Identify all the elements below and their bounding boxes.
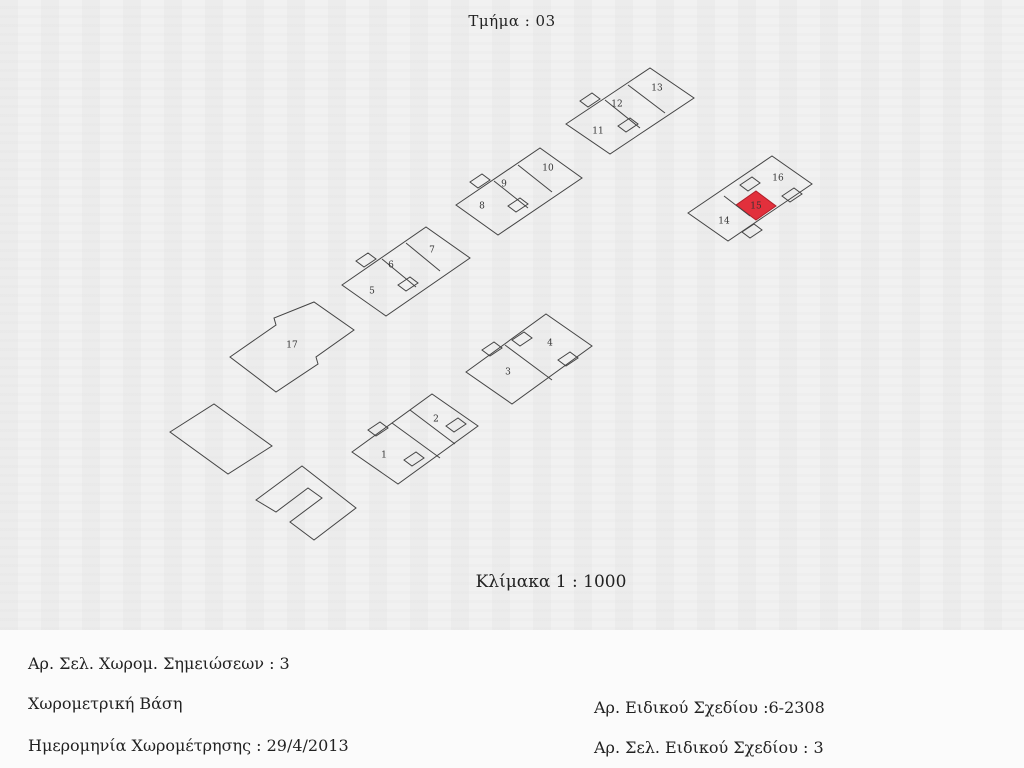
unit-label-11: 11 <box>592 127 603 137</box>
balcony-2 <box>445 417 467 433</box>
unit-label-12: 12 <box>611 100 622 110</box>
building-5-7-wall <box>381 258 417 288</box>
unit-label-4: 4 <box>547 339 553 349</box>
balcony-1 <box>367 421 389 437</box>
building-5-7-wall <box>405 242 441 272</box>
building-14-16: 14 15 16 <box>687 155 813 242</box>
building-11-13: 11 12 13 <box>565 67 695 155</box>
building-17: 17 <box>229 301 355 393</box>
balcony-11 <box>579 92 601 108</box>
building-8-10-wall <box>493 180 529 209</box>
stair-5-7 <box>397 276 419 292</box>
unit-label-16: 16 <box>772 174 784 184</box>
building-17-outline <box>229 301 355 393</box>
stair-11-13 <box>617 117 639 133</box>
site-plan: 11 12 13 8 9 10 5 6 7 3 4 <box>169 67 813 541</box>
unit-label-3: 3 <box>505 368 511 378</box>
stair-8-10 <box>507 197 529 213</box>
unit-label-7: 7 <box>429 246 435 256</box>
building-11-13-wall <box>604 99 641 129</box>
building-1-2-outline <box>351 393 479 485</box>
building-8-10-outline <box>455 147 583 236</box>
building-1-2-wall <box>391 422 441 459</box>
balcony-16 <box>781 187 803 203</box>
balcony-8 <box>469 173 491 189</box>
unit-label-14: 14 <box>718 217 730 227</box>
balcony-4 <box>557 351 579 367</box>
building-5-7: 5 6 7 <box>341 226 471 317</box>
balcony-14 <box>741 223 763 239</box>
building-3-4-wall <box>504 344 553 381</box>
unit-label-17: 17 <box>286 341 298 351</box>
building-8-10-wall <box>517 164 553 193</box>
building-3-4-outline <box>465 313 593 405</box>
special-plan-number-field: Αρ. Ειδικού Σχεδίου :6-2308 <box>594 698 825 717</box>
building-11-13-wall <box>627 84 666 114</box>
balcony-3 <box>481 341 503 357</box>
building-11-13-outline <box>565 67 695 155</box>
unit-label-5: 5 <box>369 287 375 297</box>
unit-label-9: 9 <box>501 180 507 190</box>
unnumbered-building <box>255 465 357 541</box>
special-plan-sheet-field: Αρ. Σελ. Ειδικού Σχεδίου : 3 <box>594 738 824 757</box>
unit-label-13: 13 <box>651 84 663 94</box>
unit-label-15: 15 <box>750 202 762 212</box>
building-1-2: 1 2 <box>351 393 479 485</box>
building-14-16-wall <box>723 195 751 217</box>
building-5-7-outline <box>341 226 471 317</box>
building-8-10: 8 9 10 <box>455 147 583 236</box>
stair-3-4 <box>511 331 533 347</box>
stair-14-16 <box>739 176 761 192</box>
unit-label-2: 2 <box>433 415 439 425</box>
scale-label: Κλίμακα 1 : 1000 <box>475 572 627 592</box>
unit-label-10: 10 <box>542 164 554 174</box>
building-14-16-outline <box>687 155 813 242</box>
building-1-2-wall <box>409 409 456 445</box>
scanned-plan-background <box>0 0 1024 630</box>
unnumbered-plot <box>169 403 273 475</box>
survey-date-field: Ημερομηνία Χωρομέτρησης : 29/4/2013 <box>28 736 349 755</box>
balcony-5 <box>355 252 377 268</box>
unit-label-6: 6 <box>388 261 394 271</box>
survey-base-field: Χωρομετρική Βάση <box>28 694 183 713</box>
stair-1-2 <box>403 451 425 467</box>
building-3-4: 3 4 <box>465 313 593 405</box>
unit-label-1: 1 <box>381 451 387 461</box>
sheet-number-field: Αρ. Σελ. Χωρομ. Σημειώσεων : 3 <box>28 654 290 673</box>
unit-label-8: 8 <box>479 202 485 212</box>
section-label: Τμήμα : 03 <box>468 12 556 30</box>
